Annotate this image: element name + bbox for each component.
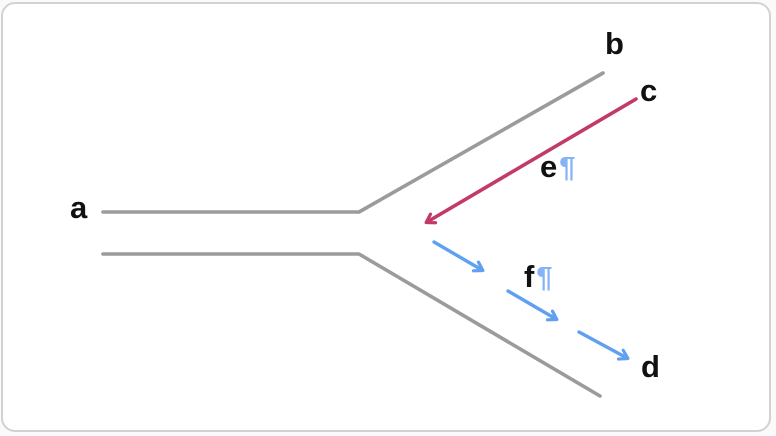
label-d: d: [641, 349, 660, 384]
blue-arrow-1: [432, 240, 485, 273]
pilcrow-mark-f: ¶: [536, 262, 553, 294]
diagram-card: a b c d e¶ f¶: [1, 2, 771, 432]
blue-arrow-3: [577, 330, 630, 361]
label-b: b: [605, 26, 624, 61]
label-e-text: e: [540, 149, 558, 184]
pilcrow-mark-e: ¶: [559, 152, 576, 184]
label-e: e¶: [540, 151, 575, 183]
label-c: c: [640, 73, 658, 108]
crimson-arrow: [424, 97, 638, 225]
diagram-canvas: [101, 71, 638, 398]
label-f: f¶: [524, 261, 552, 293]
label-f-text: f: [524, 259, 535, 294]
lower-branch-line: [101, 252, 602, 398]
upper-branch-line: [101, 71, 605, 214]
blue-arrow-2: [506, 289, 559, 322]
label-a: a: [70, 190, 88, 225]
